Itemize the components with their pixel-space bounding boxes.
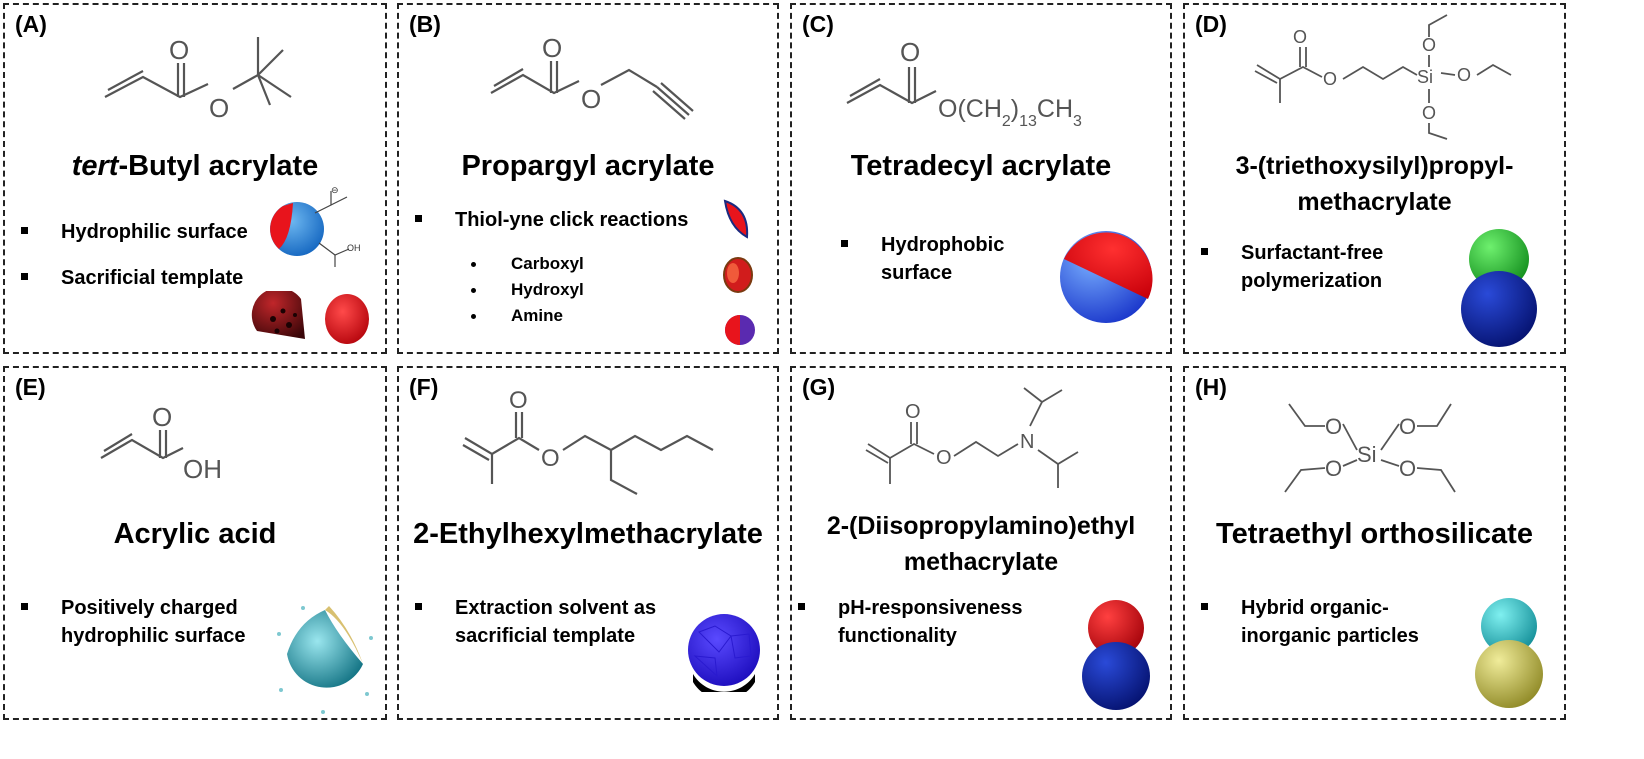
diisopropylaminoethyl-methacrylate-structure: O O N — [865, 387, 1079, 488]
atom-o: O — [1422, 35, 1436, 55]
bullet-item: Hydrophilic surface — [21, 218, 248, 246]
panel-b: (B) O O Propargyl acrylate Thiol-yne cli… — [397, 3, 779, 354]
panel-label: (F) — [409, 374, 439, 400]
atom-n: N — [1020, 431, 1034, 453]
atom-o: O — [1399, 414, 1416, 439]
panel-label: (G) — [802, 374, 836, 400]
red-purple-sphere-illustration — [725, 315, 755, 345]
porous-hemisphere-illustration — [251, 291, 305, 339]
triethoxysilylpropyl-methacrylate-structure: O O Si O O O — [1254, 14, 1512, 140]
panel-g: (G) O O N 2-(Diisopropylamino)ethyl meth… — [790, 366, 1172, 720]
atom-o: O — [1399, 456, 1416, 481]
red-brown-cup-particle-illustration — [723, 257, 753, 293]
cyan-cup-coated-particle-illustration — [277, 606, 373, 714]
atom-o: O — [1323, 69, 1337, 89]
atom-o: O — [936, 447, 952, 469]
atom-oh: OH — [183, 454, 222, 484]
green-blue-dumbbell-particle-illustration — [1461, 229, 1537, 347]
panel-label: (B) — [409, 11, 441, 37]
blue-faceted-sphere-illustration — [688, 614, 760, 692]
atom-o: O — [509, 387, 528, 414]
compound-name: 2-(Diisopropylamino)ethyl methacrylate — [826, 512, 1136, 576]
red-blue-hydrophobic-sphere-illustration — [1060, 231, 1153, 323]
bullet-item: Sacrificial template — [20, 264, 243, 292]
atom-si: Si — [1417, 67, 1433, 87]
propargyl-acrylate-structure: O O — [490, 33, 694, 120]
panel-c: (C) O O(CH2)13CH3 Tetradecyl acrylate Hy… — [790, 3, 1172, 354]
red-blue-lens-particle-illustration — [723, 199, 749, 239]
sub-bullet-item: Hydroxyl — [471, 280, 584, 299]
sub-bullet-item: Carboxyl — [471, 254, 584, 273]
compound-name: Acrylic acid — [113, 518, 277, 550]
atom-o: O — [152, 402, 172, 432]
red-blue-dumbbell-particle-illustration — [1082, 600, 1150, 710]
compound-name: Tetraethyl orthosilicate — [1216, 518, 1533, 550]
atom-o: O — [1325, 414, 1342, 439]
bullet-item: Surfactant-free polymerization — [1201, 239, 1421, 295]
panel-label: (H) — [1195, 374, 1227, 400]
panel-e: (E) O OH Acrylic acid Positively charged… — [3, 366, 387, 720]
compound-name: 2-Ethylhexylmethacrylate — [413, 518, 763, 550]
panel-a: (A) O O tert-Butyl acrylate Hydrophilic … — [3, 3, 387, 354]
cyan-olive-dumbbell-particle-illustration — [1475, 598, 1543, 708]
atom-o: O — [900, 37, 920, 67]
tetradecyl-chain-label: O(CH2)13CH3 — [938, 95, 1082, 130]
compound-name: tert-Butyl acrylate — [71, 150, 319, 182]
panel-label: (A) — [15, 11, 47, 37]
carboxylate-charge: ⊖ — [331, 185, 339, 195]
sub-bullet-item: Amine — [471, 306, 563, 325]
atom-si: Si — [1357, 442, 1377, 467]
bullet-item: Extraction solvent as sacrificial templa… — [415, 594, 695, 650]
panel-label: (D) — [1195, 11, 1227, 37]
bullet-item: pH-responsiveness functionality — [798, 594, 1058, 650]
panel-h: (H) O O Si O O Tetraethyl orthosilicate … — [1183, 366, 1566, 720]
atom-o: O — [905, 401, 921, 423]
panel-d: (D) O O Si O O O 3-(triethoxysilyl)propy… — [1183, 3, 1566, 354]
acrylic-acid-structure: O OH — [100, 402, 222, 484]
compound-name: 3-(triethoxysilyl)propyl-methacrylate — [1235, 152, 1514, 216]
red-cup-particle-illustration — [325, 294, 369, 344]
tetradecyl-acrylate-structure: O O(CH2)13CH3 — [846, 37, 1082, 130]
atom-o: O — [1325, 456, 1342, 481]
atom-o: O — [209, 93, 229, 123]
tetraethyl-orthosilicate-structure: O O Si O O — [1284, 403, 1456, 493]
bullet-item: Positively charged hydrophilic surface — [21, 594, 271, 650]
compound-name: Tetradecyl acrylate — [850, 150, 1112, 182]
panel-label: (E) — [15, 374, 46, 400]
bullet-item: Thiol-yne click reactions — [414, 206, 688, 234]
bullet-item: Hybrid organic-inorganic particles — [1201, 594, 1461, 650]
atom-o: O — [542, 33, 562, 63]
compound-name: Propargyl acrylate — [461, 150, 715, 182]
atom-o: O — [541, 445, 560, 472]
janus-particle-carboxyl-illustration: ⊖ OH — [270, 185, 361, 267]
atom-o: O — [1422, 103, 1436, 123]
hydroxyl-label: OH — [347, 243, 361, 253]
atom-o: O — [169, 35, 189, 65]
panel-label: (C) — [802, 11, 834, 37]
atom-o: O — [1293, 27, 1307, 47]
ethylhexyl-methacrylate-structure: O O — [462, 387, 714, 495]
panel-f: (F) O O 2-Ethylhexylmethacrylate Extract… — [397, 366, 779, 720]
atom-o: O — [1457, 65, 1471, 85]
atom-o: O — [581, 84, 601, 114]
bullet-item: Hydrophobic surface — [841, 231, 1041, 287]
tert-butyl-acrylate-structure: O O — [104, 35, 292, 123]
